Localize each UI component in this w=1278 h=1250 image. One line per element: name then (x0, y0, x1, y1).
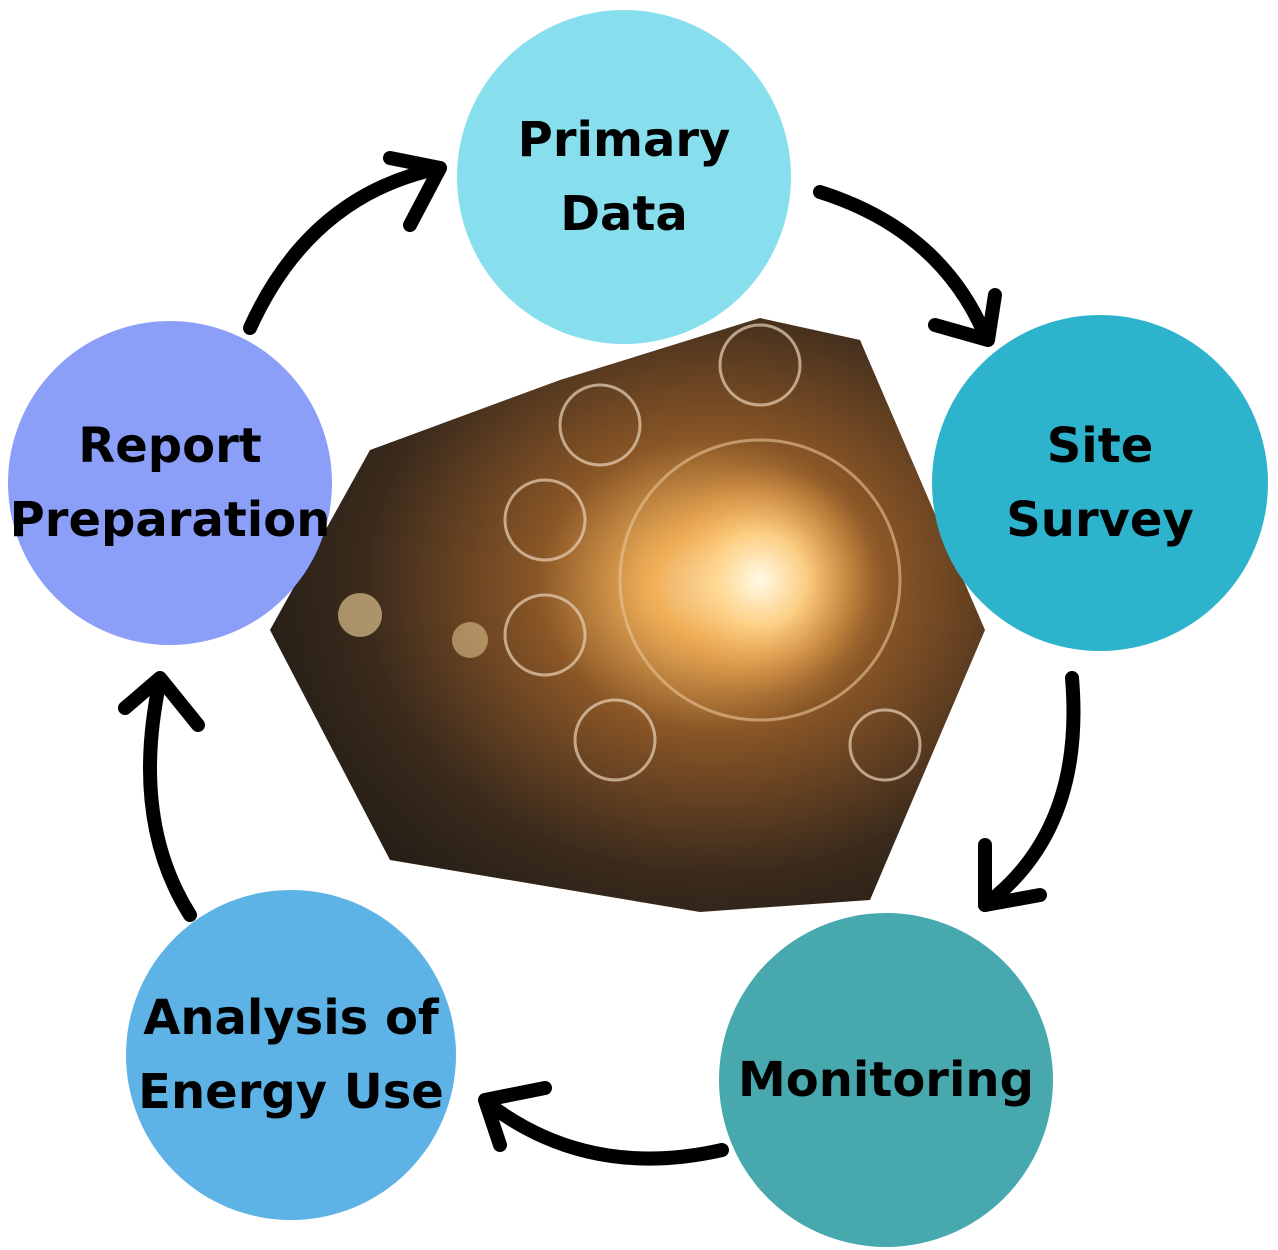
step-primary-data: Primary Data (457, 10, 791, 344)
step-report-preparation: Report Preparation (8, 321, 332, 645)
cycle-arrows (118, 151, 1081, 1166)
step-label: Analysis of Energy Use (138, 990, 444, 1120)
step-site-survey: Site Survey (932, 315, 1268, 651)
step-label: Report Preparation (9, 418, 331, 548)
arrow-site-to-monitoring (978, 671, 1081, 912)
wind-turbine-icon (558, 383, 642, 467)
step-analysis-of-energy-use: Analysis of Energy Use (126, 890, 456, 1220)
arrow-analysis-to-report (143, 673, 197, 922)
oil-pump-icon (503, 593, 587, 677)
arrow-monitoring-to-analysis (483, 1098, 729, 1166)
plant-icon (848, 708, 922, 782)
step-label: Primary Data (517, 112, 731, 242)
step-label: Monitoring (738, 1052, 1034, 1108)
step-label: Site Survey (1006, 418, 1194, 548)
center-photo (270, 318, 985, 912)
arrow-primary-to-site (813, 185, 992, 342)
step-monitoring: Monitoring (719, 913, 1053, 1247)
arrow-report-to-primary (243, 161, 447, 335)
sun-icon (503, 478, 587, 562)
solar-panel-icon (718, 323, 802, 407)
fuel-pump-icon (573, 698, 657, 782)
